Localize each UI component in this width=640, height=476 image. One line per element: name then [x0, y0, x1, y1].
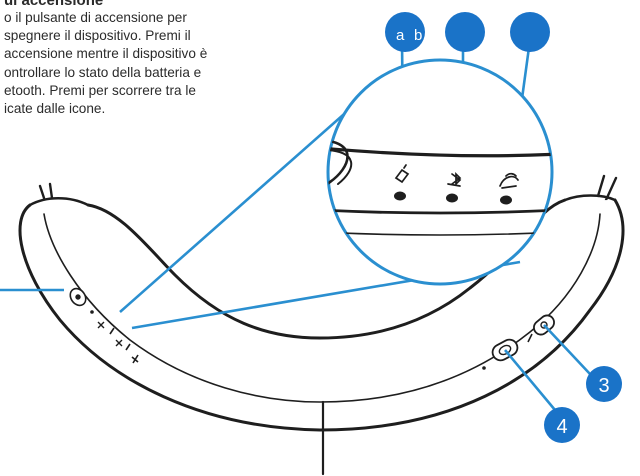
left-band-controls [69, 287, 139, 364]
instruction-line-3: accensione mentre il dispositivo è [4, 46, 208, 62]
instruction-line-4: ontrollare lo stato della batteria e [4, 64, 202, 80]
battery-icon [394, 164, 410, 201]
callout-3-label: 3 [598, 375, 609, 397]
callout-4-label: 4 [556, 416, 567, 438]
magnified-detail [326, 58, 554, 286]
callout-3: 3 [586, 366, 622, 402]
bluetooth-icon [446, 171, 462, 203]
callout-4: 4 [544, 407, 580, 443]
instruction-line-1: o il pulsante di accensione per [4, 10, 187, 25]
section-heading: ul accensione [4, 0, 104, 9]
instructions-text: ul accensione o il pulsante di accension… [0, 0, 290, 118]
instruction-line-5: etooth. Premi per scorrere tra le [4, 82, 196, 98]
instruction-line-2: spegnere il dispositivo. Premi il [4, 28, 191, 44]
voice-assistant-icon [499, 172, 519, 205]
callout-c [445, 12, 485, 52]
instruction-line-6: icate dalle icone. [4, 101, 106, 117]
callout-d [510, 12, 550, 52]
callout-a-label: a [396, 27, 405, 44]
callout-a-b: a b [385, 12, 425, 52]
callout-b-label: b [414, 27, 422, 44]
